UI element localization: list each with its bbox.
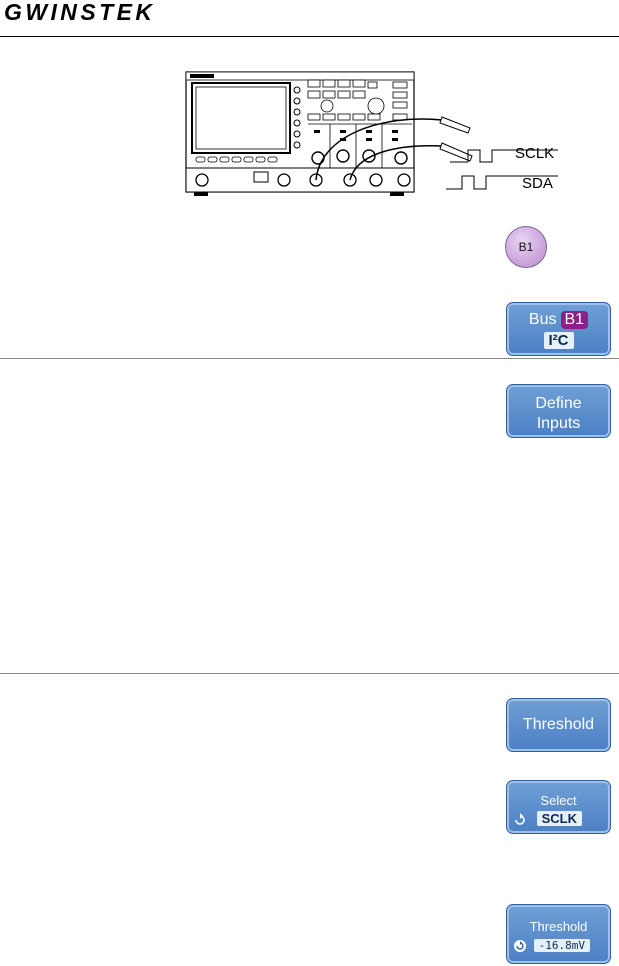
select-softkey[interactable]: Select SCLK (506, 780, 611, 834)
bus-protocol-line: I²C (507, 332, 610, 350)
select-value: SCLK (536, 811, 583, 826)
rotate-knob-icon (514, 939, 526, 952)
oscilloscope-illustration (180, 66, 560, 206)
section-separator-1 (0, 358, 619, 359)
threshold-softkey[interactable]: Threshold (506, 698, 611, 752)
threshold-label: Threshold (522, 716, 595, 733)
bus-b1-tag: B1 (560, 311, 589, 329)
sda-label: SDA (522, 175, 553, 192)
bus-protocol-value: I²C (543, 332, 574, 349)
logo-text: GWINSTEK (4, 0, 153, 24)
threshold-value-softkey[interactable]: Threshold -16.8mV (506, 904, 611, 964)
define-inputs-softkey[interactable]: Define Inputs (506, 384, 611, 438)
bus-label: Bus (528, 311, 557, 328)
threshold-value: -16.8mV (533, 939, 590, 952)
define-inputs-line2: Inputs (536, 415, 581, 432)
select-label: Select (540, 793, 577, 808)
select-value-line: SCLK (507, 811, 610, 827)
sclk-label: SCLK (515, 145, 555, 162)
threshold-value-label: Threshold (529, 919, 588, 934)
b1-bus-key[interactable]: B1 (505, 226, 547, 268)
define-inputs-line1: Define (535, 395, 582, 412)
header-rule (0, 36, 619, 37)
section-separator-2 (0, 673, 619, 674)
gwinstek-logo: GWINSTEK (4, 0, 154, 25)
b1-key-label: B1 (518, 240, 534, 254)
rotate-knob-icon (515, 812, 525, 825)
threshold-value-line: -16.8mV (507, 937, 610, 953)
